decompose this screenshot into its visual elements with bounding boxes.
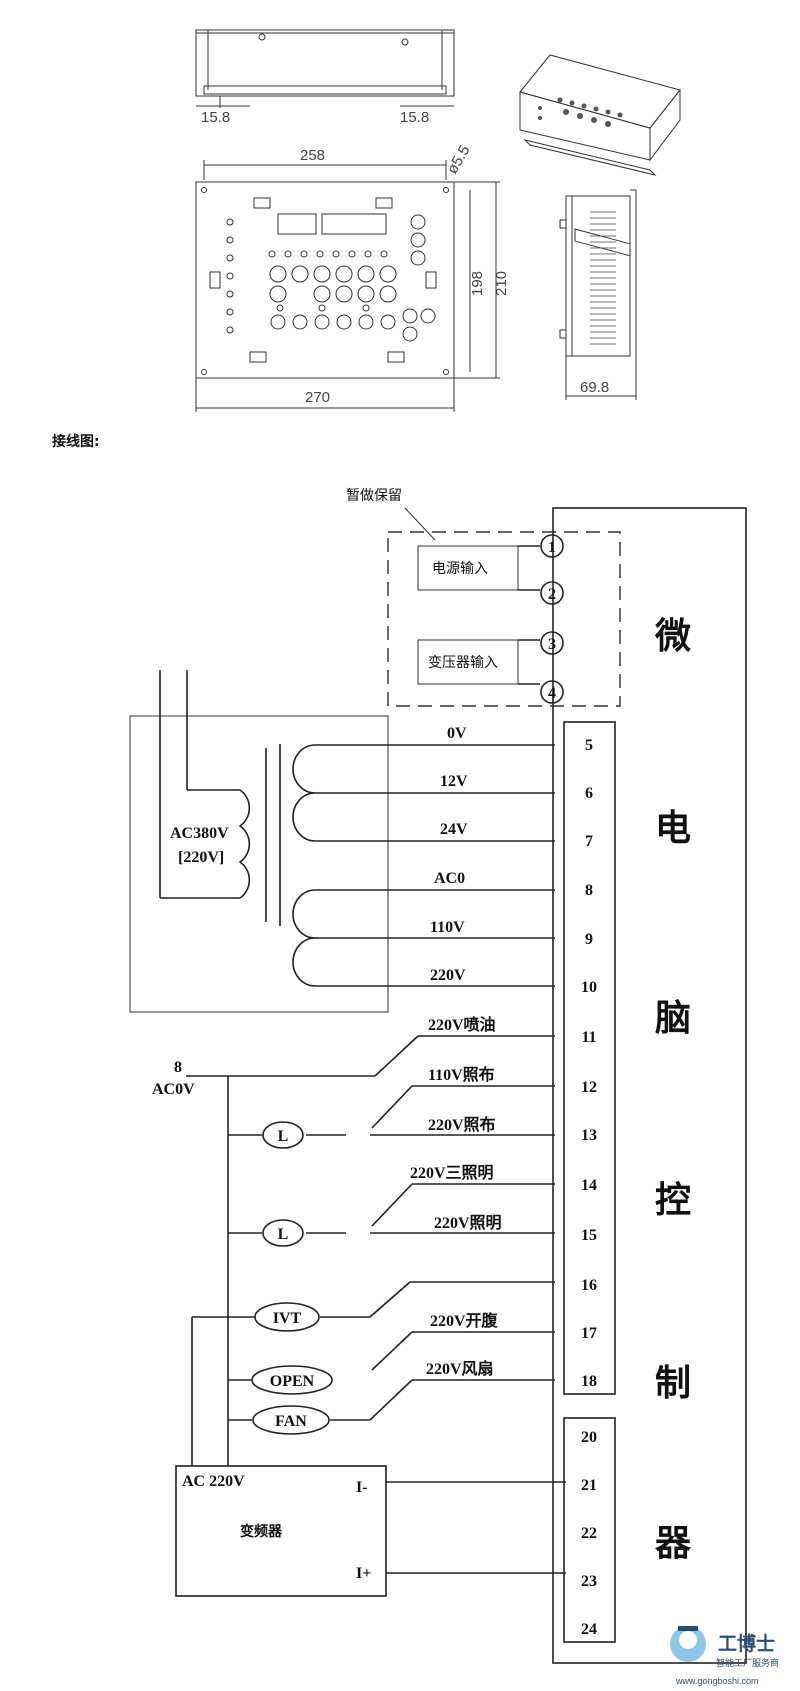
svg-text:4: 4 bbox=[548, 685, 556, 702]
svg-text:7: 7 bbox=[585, 833, 593, 850]
svg-text:220V开腹: 220V开腹 bbox=[430, 1311, 499, 1330]
dim-top-left: 15.8 bbox=[201, 109, 230, 126]
svg-text:OPEN: OPEN bbox=[270, 1373, 315, 1390]
svg-text:智能工厂服务商: 智能工厂服务商 bbox=[716, 1657, 779, 1669]
svg-text:110V: 110V bbox=[430, 919, 465, 936]
side-view: 69.8 bbox=[559, 189, 637, 400]
dim-width-outer: 270 bbox=[305, 389, 330, 406]
front-view: 258 ø5.5 bbox=[195, 143, 510, 412]
svg-text:220V照明: 220V照明 bbox=[434, 1214, 502, 1232]
dim-depth: 69.8 bbox=[580, 379, 609, 396]
transformer-primary-line2: [220V] bbox=[178, 849, 224, 866]
svg-text:10: 10 bbox=[581, 979, 597, 996]
svg-text:110V照布: 110V照布 bbox=[428, 1065, 495, 1084]
svg-text:IVT: IVT bbox=[273, 1310, 302, 1327]
svg-text:电: 电 bbox=[655, 808, 691, 849]
dim-hole: ø5.5 bbox=[444, 143, 474, 177]
dim-height-outer: 210 bbox=[493, 271, 510, 296]
svg-text:21: 21 bbox=[581, 1477, 597, 1494]
svg-text:控: 控 bbox=[655, 1180, 691, 1221]
transformer: AC380V [220V] bbox=[129, 670, 555, 1013]
svg-text:L: L bbox=[278, 1226, 289, 1243]
svg-text:1: 1 bbox=[548, 539, 556, 556]
svg-text:22: 22 bbox=[581, 1525, 597, 1542]
watermark: 工博士 智能工厂服务商 www.gongboshi.com bbox=[670, 1626, 779, 1686]
svg-text:器: 器 bbox=[655, 1523, 692, 1564]
svg-text:FAN: FAN bbox=[275, 1413, 307, 1430]
svg-text:AC0: AC0 bbox=[434, 870, 465, 887]
node-label-num: 8 bbox=[174, 1059, 182, 1076]
svg-text:15: 15 bbox=[581, 1227, 597, 1244]
svg-text:脑: 脑 bbox=[655, 998, 691, 1039]
dim-height-inner: 198 bbox=[469, 271, 486, 296]
terminal-strip-main bbox=[563, 721, 616, 1395]
svg-text:I+: I+ bbox=[356, 1565, 371, 1582]
svg-text:24V: 24V bbox=[440, 821, 468, 838]
terminal-labels: 0V 12V 24V AC0 110V 220V 220V喷油 110V照布 2… bbox=[410, 725, 502, 1378]
svg-text:23: 23 bbox=[581, 1573, 597, 1590]
power-input-label: 电源输入 bbox=[432, 561, 488, 577]
dim-width-inner: 258 bbox=[300, 147, 325, 164]
svg-text:AC 220V: AC 220V bbox=[182, 1473, 245, 1490]
svg-text:18: 18 bbox=[581, 1373, 597, 1390]
transformer-input-label: 变压器输入 bbox=[428, 655, 498, 671]
terminal-numbers: 1 2 3 4 5 6 7 8 9 10 11 12 13 14 15 16 1… bbox=[548, 539, 597, 1638]
circle-labels: L L IVT OPEN FAN bbox=[251, 1121, 333, 1435]
svg-text:微: 微 bbox=[654, 616, 691, 657]
section-title: 接线图: bbox=[52, 433, 100, 450]
inverter: AC 220V 变频器 I- I+ bbox=[175, 1465, 566, 1597]
mechanical-drawing: 15.8 15.8 258 ø5.5 bbox=[195, 29, 681, 412]
svg-text:2: 2 bbox=[548, 586, 556, 603]
svg-text:制: 制 bbox=[655, 1363, 691, 1404]
terminal-strip-lower bbox=[563, 1417, 616, 1643]
svg-text:www.gongboshi.com: www.gongboshi.com bbox=[675, 1676, 759, 1686]
svg-text:11: 11 bbox=[581, 1029, 596, 1046]
circled-terminals bbox=[540, 534, 564, 704]
svg-text:220V喷油: 220V喷油 bbox=[428, 1015, 496, 1034]
svg-text:13: 13 bbox=[581, 1127, 597, 1144]
node-label-ac0v: AC0V bbox=[152, 1081, 195, 1098]
svg-text:9: 9 bbox=[585, 931, 593, 948]
svg-text:14: 14 bbox=[581, 1177, 597, 1194]
svg-text:16: 16 bbox=[581, 1277, 597, 1294]
svg-text:0V: 0V bbox=[447, 725, 467, 742]
svg-text:20: 20 bbox=[581, 1429, 597, 1446]
dim-top-right: 15.8 bbox=[400, 109, 429, 126]
top-view: 15.8 15.8 bbox=[195, 29, 455, 126]
wiring: 微 电 脑 控 制 器 暂做保留 电源输入 变压器输入 bbox=[129, 488, 747, 1664]
svg-text:5: 5 bbox=[585, 737, 593, 754]
svg-text:L: L bbox=[278, 1128, 289, 1145]
svg-text:3: 3 bbox=[548, 636, 556, 653]
reserved-area bbox=[387, 531, 621, 707]
svg-text:220V三照明: 220V三照明 bbox=[410, 1164, 494, 1182]
isometric-view bbox=[519, 54, 681, 257]
transformer-primary-line1: AC380V bbox=[170, 825, 229, 842]
controller-label: 微 电 脑 控 制 器 bbox=[654, 616, 692, 1564]
svg-text:6: 6 bbox=[585, 785, 593, 802]
svg-text:12V: 12V bbox=[440, 773, 468, 790]
svg-text:12: 12 bbox=[581, 1079, 597, 1096]
reserved-note: 暂做保留 bbox=[346, 488, 402, 504]
svg-text:变频器: 变频器 bbox=[240, 1523, 283, 1540]
svg-text:8: 8 bbox=[585, 882, 593, 899]
svg-text:工博士: 工博士 bbox=[718, 1632, 775, 1655]
svg-text:24: 24 bbox=[581, 1621, 597, 1638]
svg-text:220V: 220V bbox=[430, 967, 466, 984]
svg-text:I-: I- bbox=[356, 1479, 368, 1496]
svg-text:220V风扇: 220V风扇 bbox=[426, 1359, 494, 1378]
svg-text:220V照布: 220V照布 bbox=[428, 1115, 496, 1134]
svg-text:17: 17 bbox=[581, 1325, 597, 1342]
